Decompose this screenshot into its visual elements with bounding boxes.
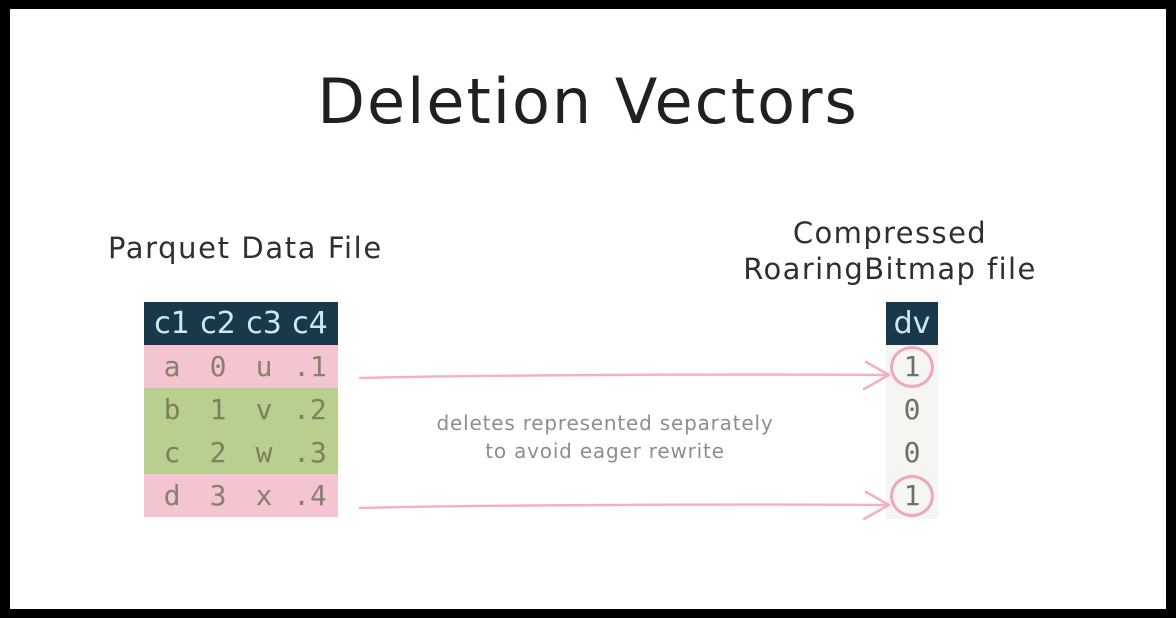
table-cell: .1: [293, 349, 327, 383]
table-cell: 2: [209, 435, 227, 469]
dv-column-body: 1 0 0 1: [886, 345, 938, 519]
table-cell: x: [255, 478, 273, 512]
dv-cell: 0: [903, 392, 921, 426]
parquet-file-label: Parquet Data File: [108, 231, 383, 265]
highlight-circle-icon: [890, 345, 934, 388]
dv-row: 0: [886, 431, 938, 474]
column-header-dv: dv: [893, 305, 931, 341]
table-row: c 2 w .3: [144, 431, 338, 474]
table-cell: u: [255, 349, 273, 383]
table-cell: w: [255, 435, 273, 469]
dv-cell: 1: [903, 349, 921, 383]
page-title: Deletion Vectors: [317, 65, 859, 138]
table-cell: .2: [293, 392, 327, 426]
table-cell: b: [163, 392, 181, 426]
table-cell: 0: [209, 349, 227, 383]
table-row: b 1 v .2: [144, 388, 338, 431]
column-header-c2: c2: [200, 305, 236, 341]
annotation-line1: deletes represented separately: [436, 411, 774, 435]
column-header-c4: c4: [292, 305, 328, 341]
diagram-canvas: Deletion Vectors Parquet Data File Compr…: [10, 9, 1166, 609]
dv-row: 1: [886, 474, 938, 517]
arrow-row-d-to-dv-4: [358, 490, 891, 521]
deletion-vector-column: dv 1 0 0 1: [886, 302, 938, 519]
annotation-text: deletes represented separately to avoid …: [410, 409, 800, 465]
column-header-c1: c1: [154, 305, 190, 341]
dv-cell: 1: [903, 478, 921, 512]
dv-column-header: dv: [886, 302, 938, 345]
table-cell: .4: [293, 478, 327, 512]
column-header-c3: c3: [246, 305, 282, 341]
highlight-circle-icon: [890, 474, 934, 517]
table-cell: c: [163, 435, 181, 469]
annotation-line2: to avoid eager rewrite: [485, 439, 725, 463]
dv-row: 0: [886, 388, 938, 431]
roaringbitmap-file-label-line2: RoaringBitmap file: [743, 252, 1037, 286]
parquet-table-header-row: c1 c2 c3 c4: [144, 302, 338, 345]
table-cell: 1: [209, 392, 227, 426]
table-row: a 0 u .1: [144, 345, 338, 388]
table-cell: a: [163, 349, 181, 383]
table-cell: d: [163, 478, 181, 512]
dv-row: 1: [886, 345, 938, 388]
table-row: d 3 x .4: [144, 474, 338, 517]
roaringbitmap-file-label: Compressed RoaringBitmap file: [710, 215, 1070, 287]
dv-cell: 0: [903, 435, 921, 469]
table-cell: v: [255, 392, 273, 426]
roaringbitmap-file-label-line1: Compressed: [792, 216, 988, 250]
table-cell: 3: [209, 478, 227, 512]
parquet-data-table: c1 c2 c3 c4 a 0 u .1 b 1 v .2 c 2 w: [144, 302, 338, 517]
table-cell: .3: [293, 435, 327, 469]
arrow-row-a-to-dv-1: [358, 360, 891, 391]
